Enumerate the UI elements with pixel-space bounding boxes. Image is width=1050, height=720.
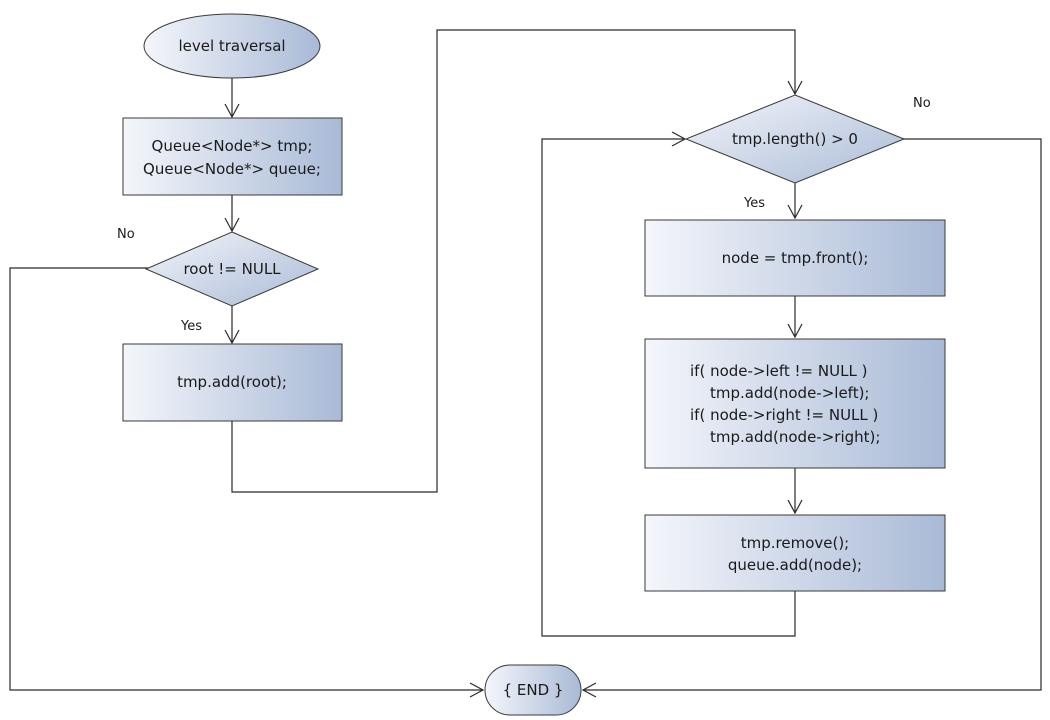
declaration-line-1: Queue<Node*> tmp; — [152, 137, 313, 155]
remove-node[interactable]: tmp.remove(); queue.add(node); — [644, 514, 946, 592]
arrowhead — [787, 499, 803, 515]
add-root-node[interactable]: tmp.add(root); — [122, 343, 343, 422]
root-check-label: root != NULL — [183, 260, 281, 278]
children-line-1: if( node->left != NULL ) — [690, 362, 867, 380]
start-node[interactable]: level traversal — [143, 13, 321, 79]
root-check-diamond — [144, 231, 320, 307]
loop-check-diamond — [684, 94, 906, 184]
start-label: level traversal — [178, 37, 285, 55]
add-root-label: tmp.add(root); — [177, 373, 287, 391]
start-ellipse — [143, 13, 321, 79]
root-yes-label: Yes — [180, 319, 202, 334]
loop-yes-label: Yes — [743, 196, 765, 211]
arrowhead — [787, 80, 803, 96]
edges — [9, 29, 1042, 698]
arrowhead — [224, 217, 240, 233]
arrowhead — [787, 323, 803, 339]
declaration-node[interactable]: Queue<Node*> tmp; Queue<Node*> queue; — [122, 117, 343, 196]
add-root-box — [122, 343, 343, 422]
remove-line-1: tmp.remove(); — [741, 534, 850, 552]
remove-line-2: queue.add(node); — [728, 556, 862, 574]
arrowhead — [469, 682, 485, 698]
end-node[interactable]: { END } — [484, 664, 582, 716]
declaration-box — [122, 117, 343, 196]
front-node[interactable]: node = tmp.front(); — [644, 219, 946, 297]
arrowhead — [581, 682, 597, 698]
arrowhead — [224, 103, 240, 119]
edge-rootcheck-no — [9, 267, 483, 691]
edge-addroot-to-loop — [231, 29, 796, 493]
arrowhead — [787, 204, 803, 220]
children-line-3: if( node->right != NULL ) — [690, 406, 878, 424]
edge-loop-no — [583, 138, 1042, 691]
declaration-line-2: Queue<Node*> queue; — [143, 160, 321, 178]
end-label: { END } — [503, 681, 564, 699]
children-line-2: tmp.add(node->left); — [710, 384, 870, 402]
loop-check-label: tmp.length() > 0 — [732, 130, 858, 148]
front-box — [644, 219, 946, 297]
remove-box — [644, 514, 946, 592]
loop-check-node[interactable]: tmp.length() > 0 — [684, 94, 906, 184]
edge-loop-back — [541, 138, 796, 637]
children-box — [644, 338, 946, 469]
front-label: node = tmp.front(); — [722, 249, 869, 267]
root-no-label: No — [117, 227, 135, 242]
loop-no-label: No — [913, 96, 931, 111]
root-check-node[interactable]: root != NULL — [144, 231, 320, 307]
arrowhead — [224, 329, 240, 345]
end-terminator — [484, 664, 582, 716]
children-node[interactable]: if( node->left != NULL ) tmp.add(node->l… — [644, 338, 946, 469]
children-line-4: tmp.add(node->right); — [710, 428, 880, 446]
